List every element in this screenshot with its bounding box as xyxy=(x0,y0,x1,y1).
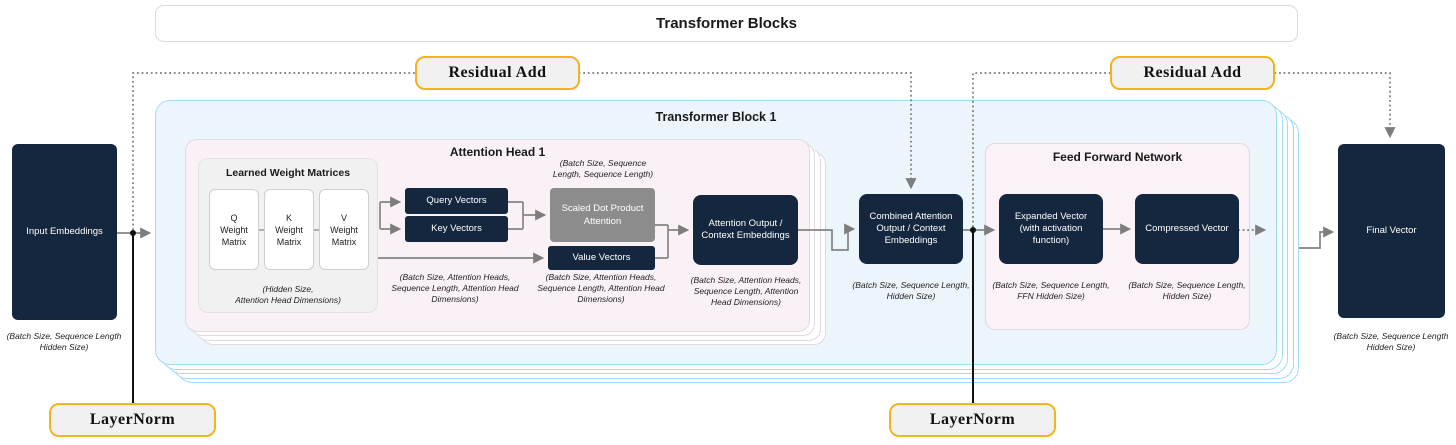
junction-dot-right xyxy=(970,227,976,233)
residual-add-right: Residual Add xyxy=(1110,56,1275,90)
layer-norm-right: LayerNorm xyxy=(889,403,1056,437)
sdpa-dims-above: (Batch Size, Sequence Length, Sequence L… xyxy=(552,158,654,179)
attout-to-combined xyxy=(798,223,856,251)
q-weight-matrix: Q Weight Matrix xyxy=(209,189,259,270)
compressed-dims: (Batch Size, Sequence Length, Hidden Siz… xyxy=(1128,280,1246,301)
final-vector-box: Final Vector xyxy=(1338,144,1445,318)
residual-line-left xyxy=(132,72,917,230)
ffn-title: Feed Forward Network xyxy=(1052,150,1183,164)
combined-attention-output-box: Combined Attention Output / Context Embe… xyxy=(859,194,963,264)
combined-dims: (Batch Size, Sequence Length, Hidden Siz… xyxy=(852,280,970,301)
input-dims: (Batch Size, Sequence Length Hidden Size… xyxy=(6,331,122,352)
layer-norm-left: LayerNorm xyxy=(49,403,216,437)
residual-add-left: Residual Add xyxy=(415,56,580,90)
weights-title: Learned Weight Matrices xyxy=(225,167,351,179)
transformer-block-title: Transformer Block 1 xyxy=(655,110,777,124)
expanded-vector-box: Expanded Vector (with activation functio… xyxy=(999,194,1103,264)
query-vectors-box: Query Vectors xyxy=(405,188,508,214)
diagram-title-box: Transformer Blocks xyxy=(155,5,1298,42)
scaled-dot-product-attention-box: Scaled Dot Product Attention xyxy=(550,188,655,242)
v-weight-matrix: V Weight Matrix xyxy=(319,189,369,270)
input-embeddings-box: Input Embeddings xyxy=(12,144,117,320)
value-dims: (Batch Size, Attention Heads, Sequence L… xyxy=(537,272,665,304)
value-vectors-box: Value Vectors xyxy=(548,246,655,270)
diagram-title: Transformer Blocks xyxy=(656,15,797,32)
weights-dims: (Hidden Size, Attention Head Dimensions) xyxy=(235,284,341,305)
final-vector-dims: (Batch Size, Sequence Length Hidden Size… xyxy=(1333,331,1449,352)
block-to-final xyxy=(1299,226,1335,249)
qk-dims: (Batch Size, Attention Heads, Sequence L… xyxy=(391,272,519,304)
k-weight-matrix: K Weight Matrix xyxy=(264,189,314,270)
key-vectors-box: Key Vectors xyxy=(405,216,508,242)
junction-dot-left xyxy=(130,230,136,236)
attention-output-box: Attention Output / Context Embeddings xyxy=(693,195,798,265)
expanded-dims: (Batch Size, Sequence Length, FFN Hidden… xyxy=(992,280,1110,301)
compressed-vector-box: Compressed Vector xyxy=(1135,194,1239,264)
attention-output-dims: (Batch Size, Attention Heads, Sequence L… xyxy=(690,275,802,307)
attention-head-title: Attention Head 1 xyxy=(449,145,546,159)
